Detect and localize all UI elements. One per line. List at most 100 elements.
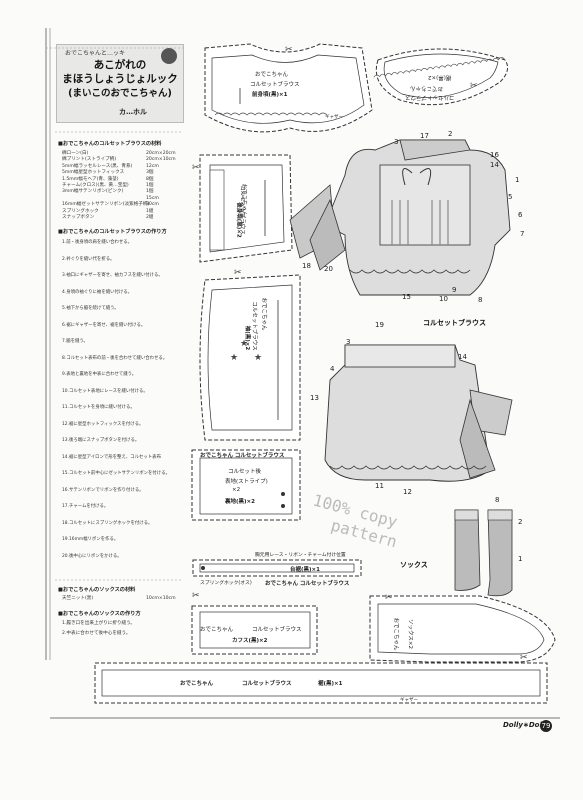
svg-text:★: ★ [254, 353, 262, 363]
howto-step: 16.サテンリボンでリボンを作り付ける。 [62, 487, 144, 493]
howto-step: 8.コルセット表布の前・後を合わせて縫い合わせる。 [62, 355, 168, 361]
howto-step: 7.脇を縫う。 [62, 339, 88, 344]
sleeve-pattern [199, 274, 301, 441]
socks-materials-title: ■おでこちゃんのソックスの材料 [58, 587, 136, 593]
material-name: 5mm幅星型ホットフィックス [62, 170, 125, 176]
material-qty: 20cm×20cm [146, 151, 176, 156]
svg-text:✂: ✂ [385, 593, 393, 603]
page-title-1: あこがれの [93, 59, 147, 71]
title-panel: おでこちゃんと…ッキ あこがれの まほうしょうじょルック (まいこのおでこちゃん… [56, 44, 184, 123]
cuff-label-3: カフス(黒)×2 [232, 638, 268, 644]
material-name: 綿ローン(白) [62, 151, 89, 156]
material-qty: 1個 [146, 189, 154, 195]
material-name: スナップボタン [62, 215, 95, 220]
front-label-2: コルセットブラウス [250, 82, 300, 88]
cuff-label-1: おでこちゃん [200, 627, 234, 633]
svg-text:★: ★ [230, 353, 238, 363]
material-name: 3mm幅サテンリボン(ピンク) [62, 189, 124, 195]
kicker: おでこちゃんと…ッキ [65, 50, 126, 57]
howto-step: 6.裾にギャザーを寄せ、裾を縫い付ける。 [62, 322, 146, 328]
sock-label-1: おでこちゃん [392, 617, 399, 651]
howto-step: 10.コルセット表地にレースを縫い付ける。 [62, 388, 148, 394]
page-number: 79 [540, 720, 552, 732]
cuff-label-2: コルセットブラウス [252, 627, 302, 633]
corset-blouse-label: コルセットブラウス [423, 319, 486, 327]
front-body-pattern [204, 43, 373, 133]
socks-howto-title: ■おでこちゃんのソックスの作り方 [58, 611, 141, 617]
long-label-2: コルセットブラウス [242, 681, 292, 687]
socks-step: 2.中表に合わせて後中心を縫う。 [62, 631, 131, 636]
socks-material-name: 天竺ニット(黒) [62, 596, 94, 601]
howto-step: 17.チャームを付ける。 [62, 504, 109, 509]
material-qty: 1個 [146, 183, 154, 188]
howto-step: 18.コルセットにスプリングホックを付ける。 [62, 520, 153, 526]
socks-step: 1.履き口を出来上がりに折り縫う。 [62, 621, 136, 626]
corset-label-1: おでこちゃん コルセットブラウス [200, 453, 285, 459]
footer-logo: Dolly∗Dolly [503, 721, 549, 729]
svg-text:✂: ✂ [470, 81, 478, 91]
clover-icon [161, 48, 177, 64]
howto-step: 11.コルセットを身頃に縫い付ける。 [62, 405, 135, 410]
band-hook-label: スプリングホック(オス) [200, 581, 252, 586]
howto-step: 19.16mm幅リボンを作る。 [62, 537, 119, 542]
gather-label: ギャザー [325, 115, 343, 120]
material-name: 1.5mm幅モヘア(青、藻茎) [62, 176, 119, 182]
svg-text:✂: ✂ [192, 591, 200, 601]
material-name: チャーム(クロス)(黒、黄…宝型) [62, 183, 129, 188]
socks-illustration [454, 509, 513, 597]
long-label-3: 裾(黒)×1 [318, 681, 343, 687]
skirt-label-3: コルセットブラウス [405, 94, 455, 100]
sleeve-label-3: 袖(黒)×2 [244, 325, 251, 351]
howto-step: 12.裾に星型ホットフィックスを付ける。 [62, 421, 144, 427]
material-qty: 30cm [146, 202, 159, 208]
long-gather-label: ギャザー [400, 698, 418, 703]
materials-title: ■おでこちゃんのコルセットブラウスの材料 [58, 141, 162, 147]
sock-pattern [369, 595, 556, 663]
socks-label: ソックス [400, 561, 428, 569]
author: カ…ホル [119, 108, 147, 116]
material-qty: 12cm [146, 163, 159, 169]
howto-title: ■おでこちゃんのコルセットブラウスの作り方 [58, 229, 167, 235]
howto-step: 3.袖口にギャザーを寄せ、袖カフスを縫い付ける。 [62, 273, 163, 278]
sleeve-label-1: おでこちゃん [260, 297, 267, 331]
material-name: 16mm幅ゼットサテンリボン(淡紫格子柄) [62, 202, 150, 208]
svg-text:✂: ✂ [192, 163, 200, 173]
svg-text:✂: ✂ [285, 45, 293, 55]
front-label-1: おでこちゃん [255, 72, 289, 78]
svg-text:★: ★ [240, 339, 248, 349]
howto-step: 4.身頃の袖ぐりに袖を縫い付ける。 [62, 289, 133, 295]
blouse-illustration [289, 139, 511, 296]
howto-step: 1.前・後身頃の肩を縫い合わせる。 [62, 240, 133, 245]
long-label-1: おでこちゃん [180, 681, 214, 687]
skirt-label-1: 裾(黒)×2 [428, 74, 452, 80]
howto-step: 13.後ろ端にスナップボタンを付ける。 [62, 438, 140, 443]
socks-material-qty: 10cm×10cm [146, 596, 176, 601]
material-name: 綿プリント(ストライプ柄) [62, 157, 117, 163]
material-qty: 2組 [146, 215, 154, 220]
material-qty: 8個 [146, 176, 154, 182]
corset-pattern [191, 449, 301, 521]
scissors-icon: ✂ ✂ ✂ ✂ ✂ ✂ ✂ [192, 45, 528, 663]
material-qty: 3個 [146, 170, 154, 176]
svg-text:✂: ✂ [234, 268, 242, 278]
skirt-label-2: おでこちゃん [410, 85, 444, 91]
material-name: スプリングホック [62, 208, 99, 214]
material-qty: 1組 [146, 208, 154, 214]
band-label-1: おでこちゃん コルセットブラウス [265, 581, 350, 587]
material-qty: 15cm [146, 195, 159, 201]
sock-label-2: ソックス×2 [406, 619, 413, 649]
front-label-3: 前身頃(黒)×1 [252, 92, 288, 98]
howto-step: 2.衿ぐりを縫い代を折る。 [62, 256, 115, 262]
material-qty: 20cm×10cm [146, 157, 176, 163]
material-name: 5mm幅ラッセルレース(黒、青系) [62, 163, 133, 169]
band-top-label: 胸元用レース・リボン・チャーム付け位置 [255, 553, 346, 558]
howto-step: 14.裾に星型アイロンで形を整え、コルセット表布 [62, 454, 161, 460]
page-title-2: まほうしょうじょルック [62, 73, 178, 85]
corset-label-2: コルセット後 [228, 469, 262, 475]
howto-step: 5.袖下から脇を続けて縫う。 [62, 306, 119, 311]
cuff-pattern [191, 605, 318, 655]
page-title-3: (まいこのおでこちゃん) [68, 88, 172, 99]
band-pattern [192, 559, 362, 577]
band-label: 台裾(黒)×1 [290, 567, 320, 573]
